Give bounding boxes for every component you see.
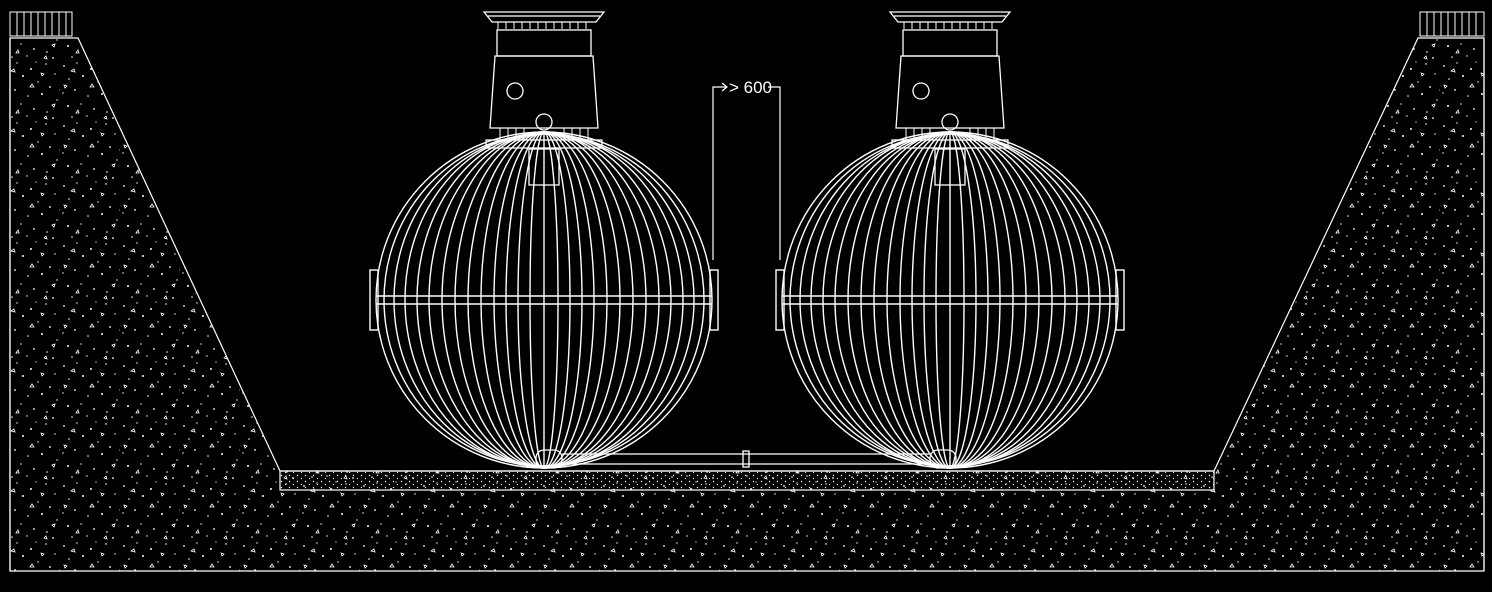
gravel-fill <box>9 37 1485 572</box>
pipe-connection <box>535 449 957 469</box>
spacing-dimension <box>712 82 781 260</box>
tank-left <box>369 11 719 469</box>
surface-hatch-left <box>9 11 73 37</box>
tank-right <box>775 11 1125 469</box>
surface-hatch-right <box>1419 11 1485 37</box>
dimension-label: > 600 <box>729 78 772 97</box>
concrete-base <box>279 470 1215 491</box>
